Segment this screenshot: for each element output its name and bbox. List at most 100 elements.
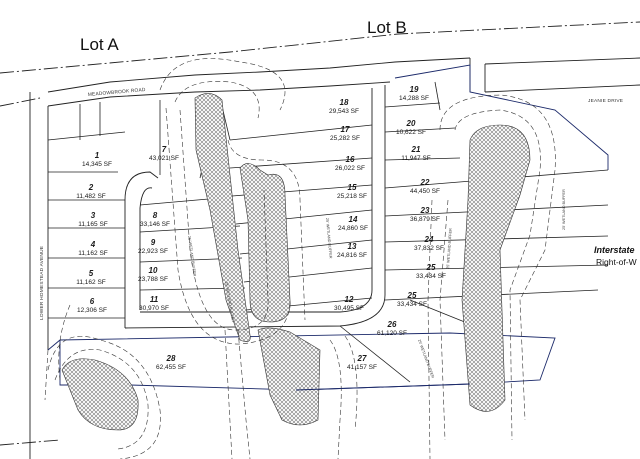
lot-number: 12 (345, 295, 354, 304)
svg-text:25' WETLAND BUFFER: 25' WETLAND BUFFER (562, 189, 566, 230)
lot-label: 612,306 SF (77, 297, 107, 314)
lot-label: 511,162 SF (76, 269, 106, 286)
lot-a-title: Lot A (80, 35, 119, 54)
lot-area: 22,923 SF (138, 248, 168, 255)
lot-number: 16 (346, 155, 355, 164)
lot-area: 30,970 SF (139, 305, 169, 312)
lot-area: 24,860 SF (338, 225, 368, 232)
lot-number: 19 (410, 85, 419, 94)
lot-number: 15 (348, 183, 357, 192)
lot-area: 26,022 SF (335, 165, 365, 172)
lot-area: 33,146 SF (140, 221, 170, 228)
lot-area: 10,622 SF (396, 129, 426, 136)
lot-area: 11,162 SF (76, 279, 106, 286)
lot-area: 11,165 SF (78, 221, 108, 228)
lot-area: 36,879 SF (410, 216, 440, 223)
lot-label: 833,146 SF (140, 211, 170, 228)
lot-area: 62,455 SF (156, 364, 186, 371)
lot-number: 22 (420, 178, 430, 187)
lot-number: 18 (340, 98, 349, 107)
wetland-areas (61, 93, 531, 431)
lower-homestead-label: LOWER HOMESTEAD AVENUE (39, 246, 45, 320)
lot-number: 20 (406, 119, 416, 128)
interstate-row-lines (295, 383, 471, 391)
lot-number: 7 (162, 145, 167, 154)
lot-number: 14 (349, 215, 358, 224)
lot-number: 10 (149, 266, 158, 275)
lot-number: 17 (341, 125, 350, 134)
lot-number: 3 (91, 211, 96, 220)
lot-area: 37,832 SF (414, 245, 444, 252)
lower-homestead-road (29, 92, 49, 459)
svg-text:25' WETLAND BUFFER: 25' WETLAND BUFFER (446, 228, 453, 269)
lot-number: 5 (89, 269, 94, 278)
lot-area: 25,218 SF (337, 193, 367, 200)
lot-number: 11 (150, 295, 159, 304)
lot-area: 29,543 SF (329, 108, 359, 115)
svg-text:25' WETLAND BUFFER: 25' WETLAND BUFFER (417, 339, 435, 379)
lot-label: 743,021 SF (149, 145, 179, 162)
lot-label: 211,482 SF (76, 183, 106, 200)
lot-area: 14,288 SF (399, 95, 429, 102)
lot-number: 25 (407, 291, 417, 300)
lot-area: 11,482 SF (76, 193, 106, 200)
lot-area: 11,162 SF (78, 250, 108, 257)
lot-number: 25 (426, 263, 436, 272)
lot-area: 33,434 SF (416, 273, 446, 280)
lot-number: 1 (95, 151, 100, 160)
svg-text:25' WETLAND BUFFER: 25' WETLAND BUFFER (187, 236, 197, 277)
lot-number: 28 (166, 354, 176, 363)
lot-number: 2 (88, 183, 94, 192)
interstate-row-label: Right-of-W (596, 257, 637, 267)
lot-area: 23,788 SF (138, 276, 168, 283)
lot-number: 21 (411, 145, 421, 154)
lot-area: 61,120 SF (377, 330, 407, 337)
lot-number: 13 (348, 242, 357, 251)
lot-label: 922,923 SF (138, 238, 168, 255)
lot-area: 11,947 SF (401, 155, 431, 162)
lot-area: 25,282 SF (330, 135, 360, 142)
lot-area: 12,306 SF (77, 307, 107, 314)
lot-b-title: Lot B (367, 18, 407, 37)
lot-number: 8 (153, 211, 158, 220)
lot-number: 9 (151, 238, 156, 247)
lot-label: 311,165 SF (78, 211, 108, 228)
jeanie-drive-label: JEANIE DRIVE (588, 98, 623, 104)
buffer-contours (44, 58, 556, 459)
lot-label: 114,345 SF (82, 151, 112, 168)
svg-text:25' WETLAND BUFFER: 25' WETLAND BUFFER (325, 218, 333, 259)
meadowbrook-road-label: MEADOWBROOK ROAD (88, 87, 146, 98)
lot-number: 6 (90, 297, 95, 306)
lot-number: 27 (357, 354, 367, 363)
lot-number: 4 (90, 240, 96, 249)
lot-area: 44,450 SF (410, 188, 440, 195)
lot-label: 411,162 SF (78, 240, 108, 257)
lot-area: 41,157 SF (347, 364, 377, 371)
svg-text:25' WETLAND BUFFER: 25' WETLAND BUFFER (224, 281, 235, 322)
lot-area: 30,495 SF (334, 305, 364, 312)
lot-area: 33,434 SF (397, 301, 427, 308)
lot-area: 43,021 SF (149, 155, 179, 162)
lot-area: 14,345 SF (82, 161, 112, 168)
